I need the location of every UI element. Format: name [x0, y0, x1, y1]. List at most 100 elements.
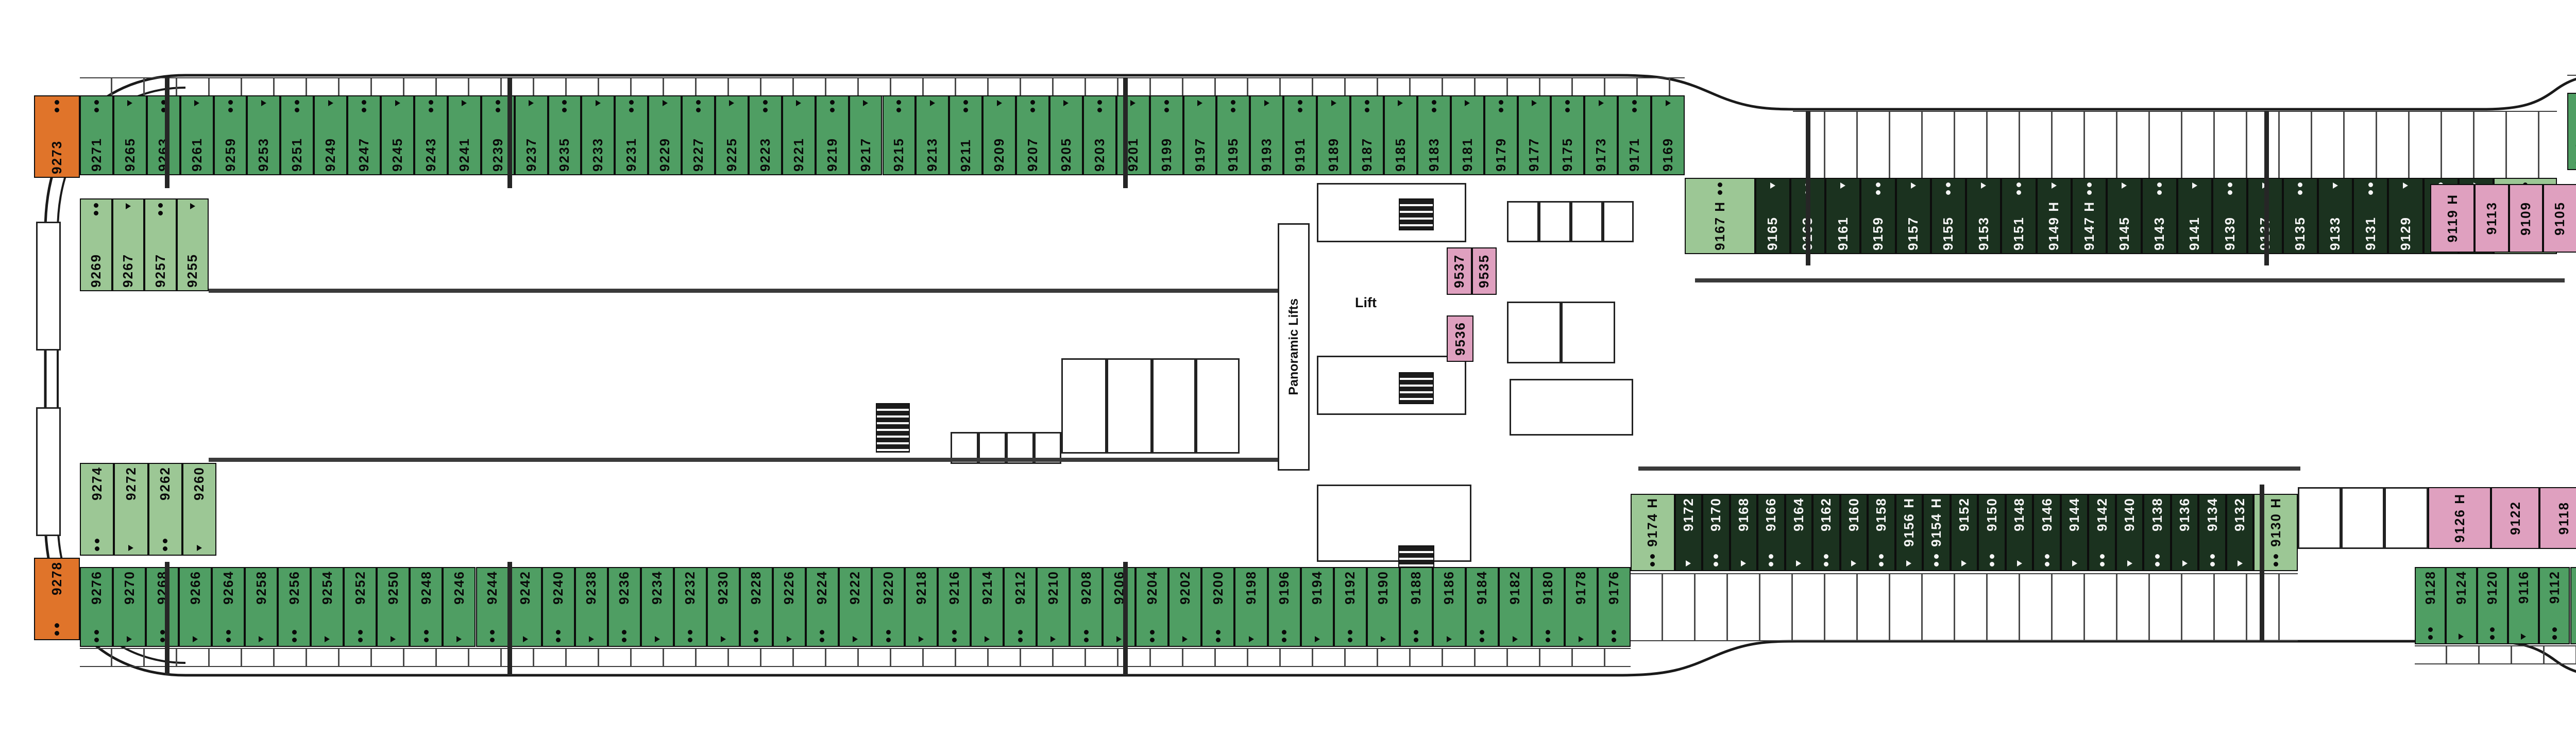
cabin-9182[interactable]: 9182	[1498, 567, 1532, 647]
cabin-9153[interactable]: 9153	[1966, 178, 2002, 254]
cabin-9168[interactable]: 9168	[1730, 494, 1758, 571]
cabin-9155[interactable]: 9155	[1930, 178, 1967, 254]
cabin-9098[interactable]: 9098	[2570, 567, 2576, 644]
cabin-9253[interactable]: 9253	[247, 95, 281, 175]
cabin-9274[interactable]: 9274	[80, 463, 114, 556]
cabin-9145[interactable]: 9145	[2107, 178, 2142, 254]
cabin-9167-H[interactable]: 9167 H	[1685, 178, 1755, 254]
cabin-9217[interactable]: 9217	[849, 95, 883, 175]
cabin-9116[interactable]: 9116	[2507, 567, 2539, 644]
cabin-9269[interactable]: 9269	[80, 198, 112, 291]
cabin-9537[interactable]: 9537	[1447, 247, 1472, 295]
cabin-9207[interactable]: 9207	[1016, 95, 1049, 175]
cabin-9211[interactable]: 9211	[949, 95, 983, 175]
cabin-9206[interactable]: 9206	[1103, 567, 1136, 647]
cabin-9278[interactable]: 9278	[34, 558, 80, 640]
cabin-9189[interactable]: 9189	[1317, 95, 1351, 175]
cabin-9112[interactable]: 9112	[2539, 567, 2570, 644]
cabin-9134[interactable]: 9134	[2198, 494, 2226, 571]
cabin-9171[interactable]: 9171	[1618, 95, 1652, 175]
cabin-9240[interactable]: 9240	[541, 567, 575, 647]
cabin-9247[interactable]: 9247	[347, 95, 381, 175]
cabin-9126-H[interactable]: 9126 H	[2428, 487, 2492, 549]
cabin-9236[interactable]: 9236	[607, 567, 641, 647]
cabin-9219[interactable]: 9219	[815, 95, 849, 175]
cabin-9272[interactable]: 9272	[114, 463, 148, 556]
cabin-9185[interactable]: 9185	[1383, 95, 1417, 175]
cabin-9166[interactable]: 9166	[1757, 494, 1785, 571]
cabin-9255[interactable]: 9255	[176, 198, 209, 291]
cabin-9146[interactable]: 9146	[2033, 494, 2061, 571]
cabin-9141[interactable]: 9141	[2177, 178, 2212, 254]
cabin-9203[interactable]: 9203	[1082, 95, 1116, 175]
cabin-9227[interactable]: 9227	[682, 95, 716, 175]
cabin-9266[interactable]: 9266	[179, 567, 212, 647]
cabin-9232[interactable]: 9232	[673, 567, 707, 647]
cabin-9194[interactable]: 9194	[1300, 567, 1334, 647]
cabin-9536[interactable]: 9536	[1447, 315, 1473, 362]
cabin-9190[interactable]: 9190	[1366, 567, 1400, 647]
cabin-9201[interactable]: 9201	[1116, 95, 1150, 175]
cabin-9140[interactable]: 9140	[2115, 494, 2144, 571]
cabin-9164[interactable]: 9164	[1785, 494, 1813, 571]
cabin-9175[interactable]: 9175	[1551, 95, 1585, 175]
cabin-9260[interactable]: 9260	[182, 463, 216, 556]
cabin-9252[interactable]: 9252	[344, 567, 377, 647]
cabin-9216[interactable]: 9216	[938, 567, 971, 647]
cabin-9257[interactable]: 9257	[144, 198, 177, 291]
cabin-9132[interactable]: 9132	[2226, 494, 2254, 571]
cabin-9242[interactable]: 9242	[509, 567, 542, 647]
cabin-9214[interactable]: 9214	[971, 567, 1004, 647]
cabin-9139[interactable]: 9139	[2212, 178, 2248, 254]
cabin-9268[interactable]: 9268	[146, 567, 179, 647]
cabin-9135[interactable]: 9135	[2282, 178, 2318, 254]
cabin-9170[interactable]: 9170	[1702, 494, 1730, 571]
cabin-9220[interactable]: 9220	[872, 567, 905, 647]
cabin-9237[interactable]: 9237	[514, 95, 548, 175]
cabin-9118[interactable]: 9118	[2539, 487, 2576, 549]
cabin-9199[interactable]: 9199	[1149, 95, 1183, 175]
cabin-9215[interactable]: 9215	[882, 95, 916, 175]
cabin-9198[interactable]: 9198	[1234, 567, 1268, 647]
cabin-9271[interactable]: 9271	[80, 95, 113, 175]
cabin-9259[interactable]: 9259	[213, 95, 247, 175]
cabin-9169[interactable]: 9169	[1651, 95, 1685, 175]
cabin-9176[interactable]: 9176	[1597, 567, 1631, 647]
cabin-9258[interactable]: 9258	[245, 567, 278, 647]
cabin-9226[interactable]: 9226	[772, 567, 806, 647]
cabin-9221[interactable]: 9221	[782, 95, 816, 175]
cabin-9234[interactable]: 9234	[640, 567, 674, 647]
cabin-9128[interactable]: 9128	[2415, 567, 2446, 644]
cabin-9184[interactable]: 9184	[1465, 567, 1499, 647]
cabin-9191[interactable]: 9191	[1283, 95, 1317, 175]
cabin-9159[interactable]: 9159	[1860, 178, 1896, 254]
cabin-9228[interactable]: 9228	[739, 567, 773, 647]
cabin-9174-H[interactable]: 9174 H	[1631, 494, 1675, 571]
cabin-9218[interactable]: 9218	[905, 567, 938, 647]
cabin-9250[interactable]: 9250	[377, 567, 410, 647]
cabin-9195[interactable]: 9195	[1216, 95, 1250, 175]
cabin-9154-H[interactable]: 9154 H	[1923, 494, 1951, 571]
cabin-9147-H[interactable]: 9147 H	[2071, 178, 2107, 254]
cabin-9238[interactable]: 9238	[574, 567, 608, 647]
cabin-9251[interactable]: 9251	[280, 95, 314, 175]
cabin-9113[interactable]: 9113	[2475, 184, 2509, 253]
cabin-9136[interactable]: 9136	[2171, 494, 2199, 571]
cabin-9187[interactable]: 9187	[1350, 95, 1384, 175]
cabin-9263[interactable]: 9263	[146, 95, 180, 175]
cabin-9156-H[interactable]: 9156 H	[1895, 494, 1923, 571]
cabin-9124[interactable]: 9124	[2446, 567, 2477, 644]
cabin-9186[interactable]: 9186	[1432, 567, 1466, 647]
cabin-9177[interactable]: 9177	[1517, 95, 1551, 175]
cabin-9205[interactable]: 9205	[1049, 95, 1083, 175]
cabin-9158[interactable]: 9158	[1868, 494, 1895, 571]
cabin-9160[interactable]: 9160	[1840, 494, 1868, 571]
cabin-9208[interactable]: 9208	[1070, 567, 1103, 647]
cabin-9202[interactable]: 9202	[1168, 567, 1202, 647]
cabin-9151[interactable]: 9151	[2001, 178, 2037, 254]
cabin-9254[interactable]: 9254	[311, 567, 344, 647]
cabin-9133[interactable]: 9133	[2317, 178, 2353, 254]
cabin-9276[interactable]: 9276	[80, 567, 113, 647]
cabin-9179[interactable]: 9179	[1484, 95, 1518, 175]
cabin-9256[interactable]: 9256	[278, 567, 311, 647]
